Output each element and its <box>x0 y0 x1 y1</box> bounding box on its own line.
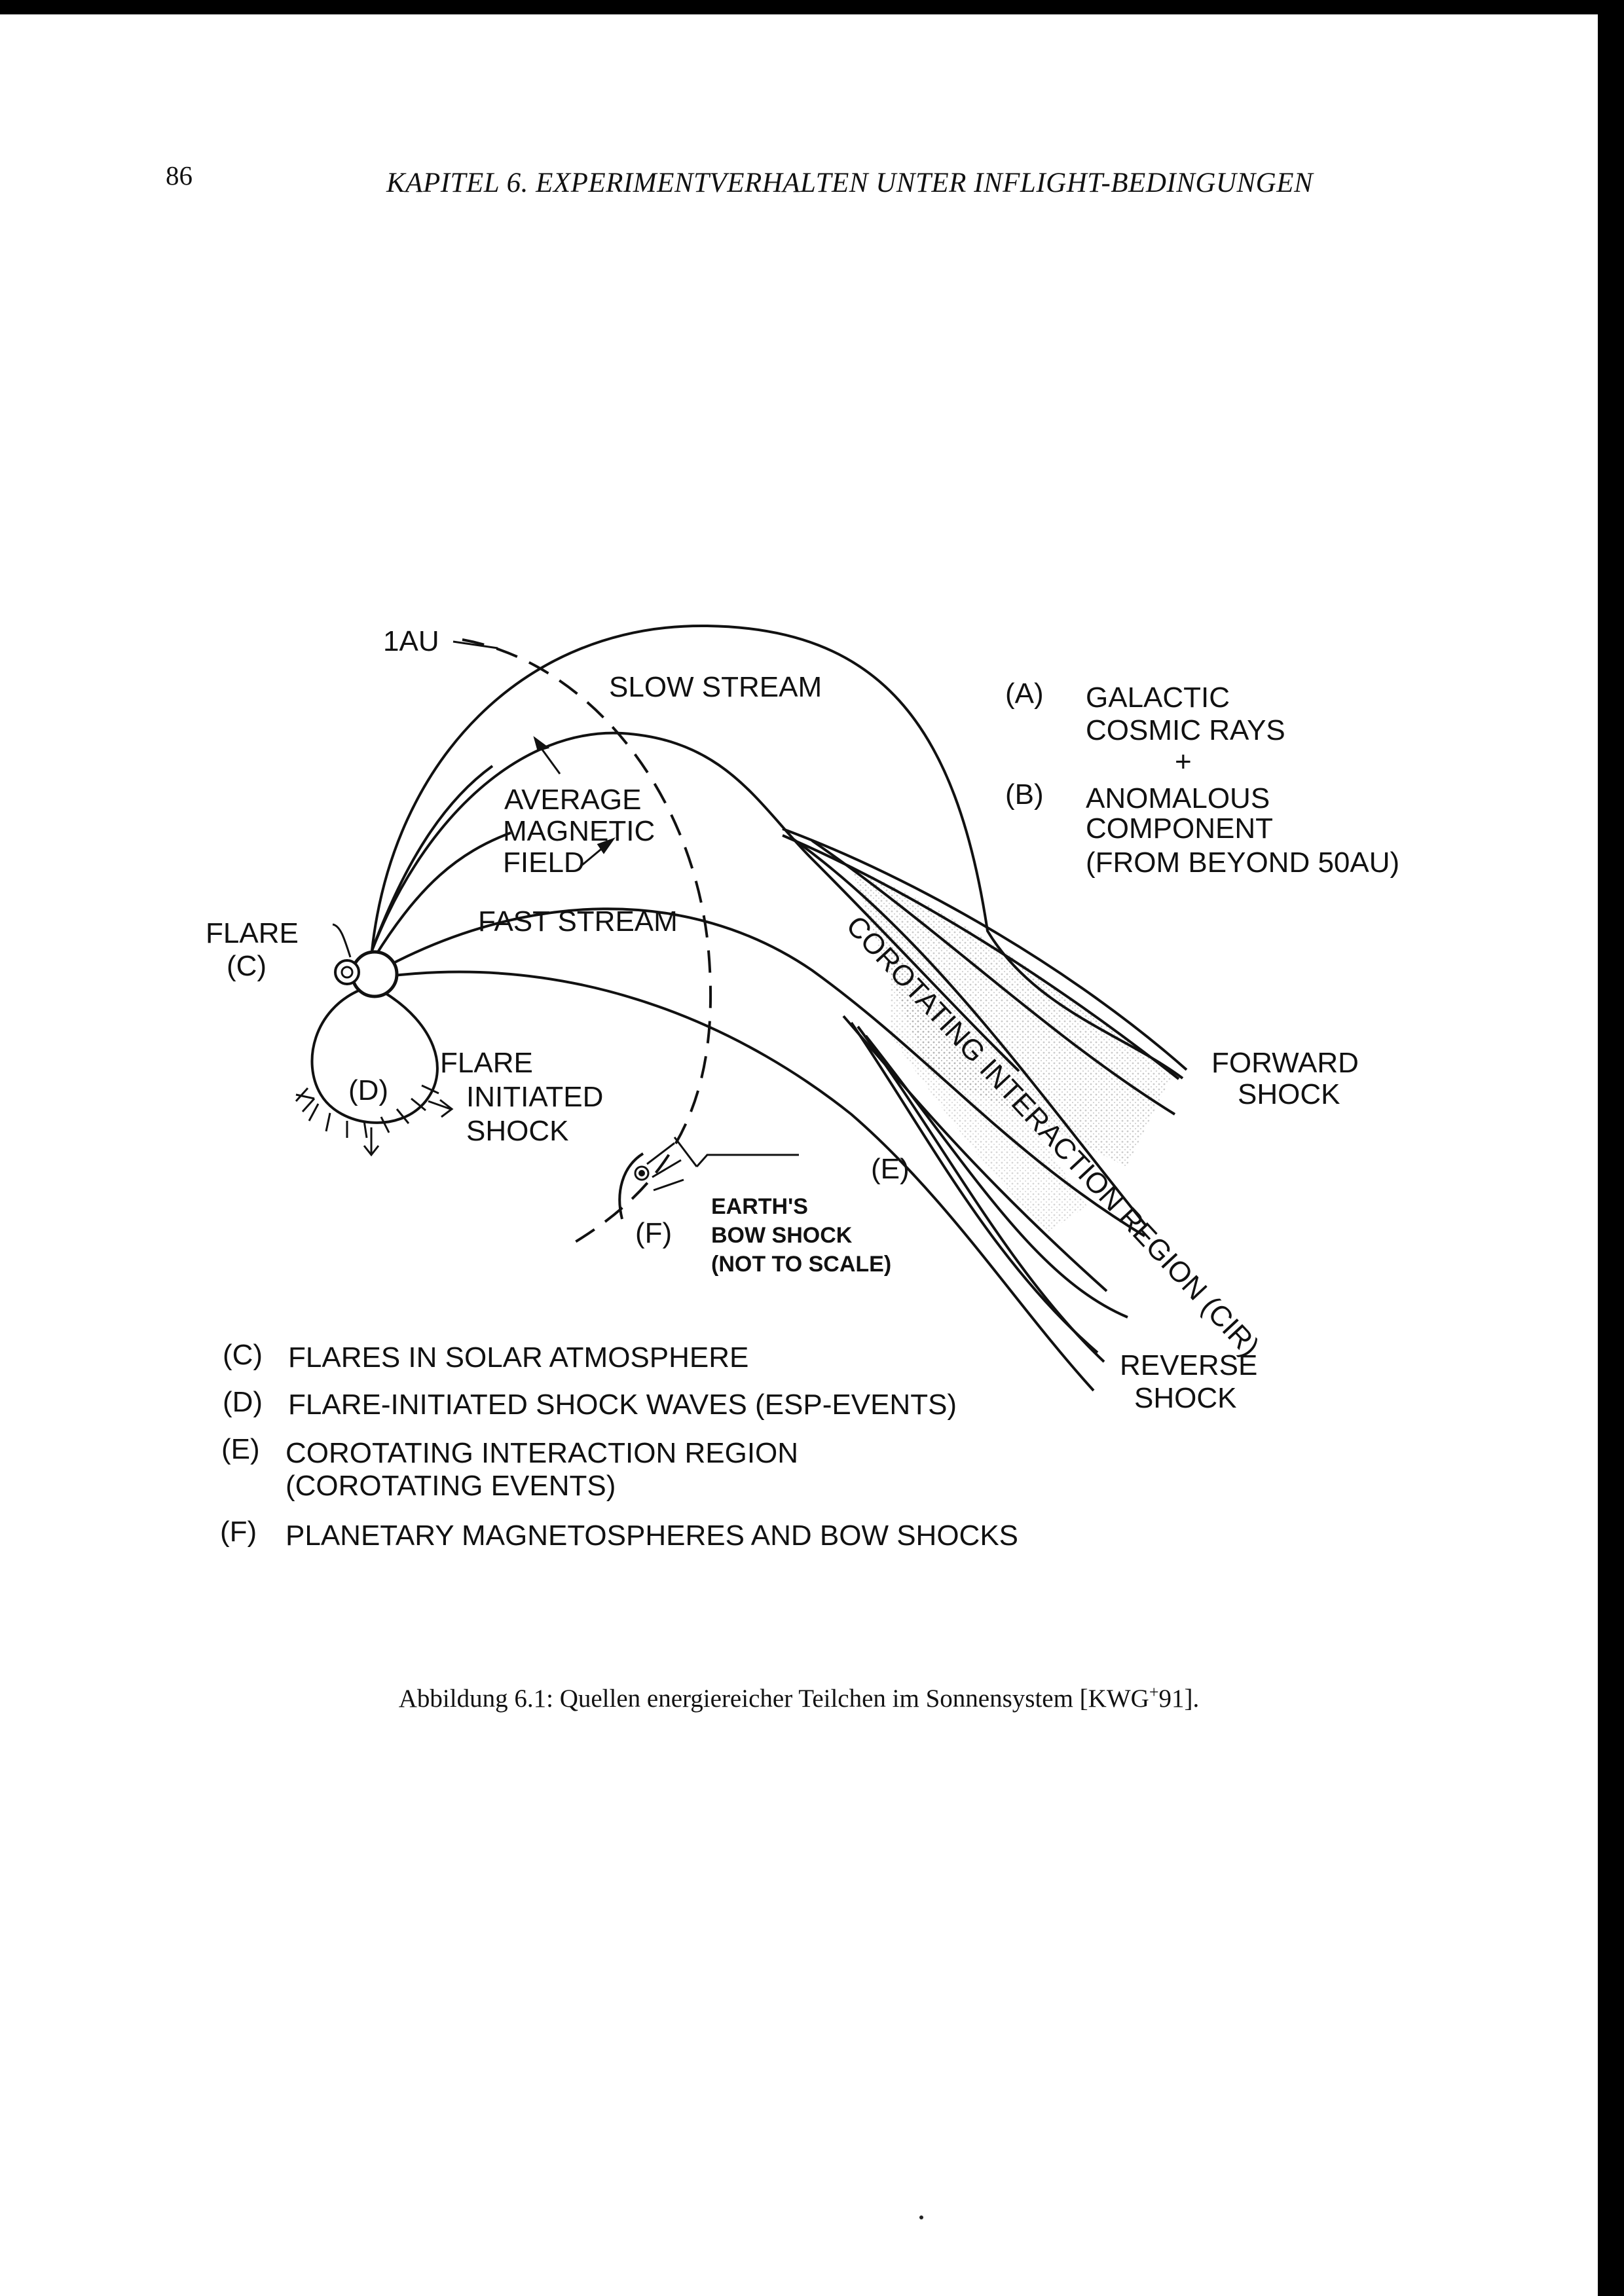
solar-energetic-particles-diagram: 1AU SLOW STREAM AVERAGE MAGNETIC FIELD F… <box>0 14 1598 1651</box>
caption-text: Quellen energiereicher Teilchen im Sonne… <box>560 1685 1149 1713</box>
key-b-line-2: COMPONENT <box>1086 812 1273 845</box>
one-au-orbit <box>462 640 710 1245</box>
f-letter-label: (F) <box>635 1217 672 1249</box>
caption-suffix: 91]. <box>1158 1685 1199 1713</box>
flare-shock-label-2: INITIATED <box>466 1081 603 1113</box>
earth-label: EARTH'S <box>711 1194 808 1219</box>
key-a-plus: + <box>1175 746 1192 778</box>
flare-shock-label-3: SHOCK <box>466 1115 568 1147</box>
legend-c-letter: (C) <box>223 1339 263 1371</box>
key-b-letter: (B) <box>1005 778 1044 811</box>
caption-superscript: + <box>1149 1683 1159 1702</box>
legend-c-text: FLARES IN SOLAR ATMOSPHERE <box>288 1341 748 1374</box>
forward-shock-label-2: SHOCK <box>1238 1078 1340 1110</box>
legend: (C) FLARES IN SOLAR ATMOSPHERE (D) FLARE… <box>220 1339 1018 1552</box>
legend-d-text: FLARE-INITIATED SHOCK WAVES (ESP-EVENTS) <box>288 1389 957 1421</box>
e-letter-label: (E) <box>871 1153 910 1185</box>
key-a-line-2: COSMIC RAYS <box>1086 714 1285 746</box>
scan-speck <box>919 2215 923 2219</box>
key-b-line-3: (FROM BEYOND 50AU) <box>1086 847 1399 879</box>
flare-letter-label: (C) <box>227 950 267 982</box>
legend-d-letter: (D) <box>223 1386 263 1418</box>
field-label: FIELD <box>503 847 585 879</box>
document-page: 86 KAPITEL 6. EXPERIMENTVERHALTEN UNTER … <box>0 14 1598 2296</box>
not-to-scale-label: (NOT TO SCALE) <box>711 1252 891 1277</box>
key-b-line-1: ANOMALOUS <box>1086 782 1270 814</box>
fast-stream-label: FAST STREAM <box>478 905 678 938</box>
figure-caption: Abbildung 6.1: Quellen energiereicher Te… <box>0 1683 1598 1713</box>
forward-shock-label-1: FORWARD <box>1211 1047 1359 1079</box>
reverse-shock-label-1: REVERSE <box>1120 1349 1257 1381</box>
flare-label: FLARE <box>206 917 299 949</box>
flare-initiated-shock-loop <box>296 990 452 1155</box>
caption-label: Abbildung 6.1: <box>399 1685 553 1713</box>
key-a-letter: (A) <box>1005 678 1044 710</box>
one-au-label: 1AU <box>383 625 439 657</box>
legend-e-text-1: COROTATING INTERACTION REGION <box>286 1437 798 1469</box>
reverse-shock-label-2: SHOCK <box>1134 1382 1236 1414</box>
magnetic-label: MAGNETIC <box>503 815 655 847</box>
d-letter-label: (D) <box>348 1074 388 1106</box>
average-label: AVERAGE <box>504 784 641 816</box>
legend-f-text: PLANETARY MAGNETOSPHERES AND BOW SHOCKS <box>286 1520 1018 1552</box>
legend-f-letter: (F) <box>220 1516 257 1548</box>
legend-e-text-2: (COROTATING EVENTS) <box>286 1470 616 1502</box>
sun-group <box>333 924 397 996</box>
bow-shock-label: BOW SHOCK <box>711 1223 853 1248</box>
cir-label: COROTATING INTERACTION REGION (CIR) <box>840 909 1266 1362</box>
flare-shock-label-1: FLARE <box>440 1047 533 1079</box>
key-a-line-1: GALACTIC <box>1086 682 1230 714</box>
slow-stream-label: SLOW STREAM <box>609 671 822 703</box>
legend-e-letter: (E) <box>221 1433 260 1465</box>
key-ab: (A) GALACTIC COSMIC RAYS + (B) ANOMALOUS… <box>1005 678 1399 879</box>
